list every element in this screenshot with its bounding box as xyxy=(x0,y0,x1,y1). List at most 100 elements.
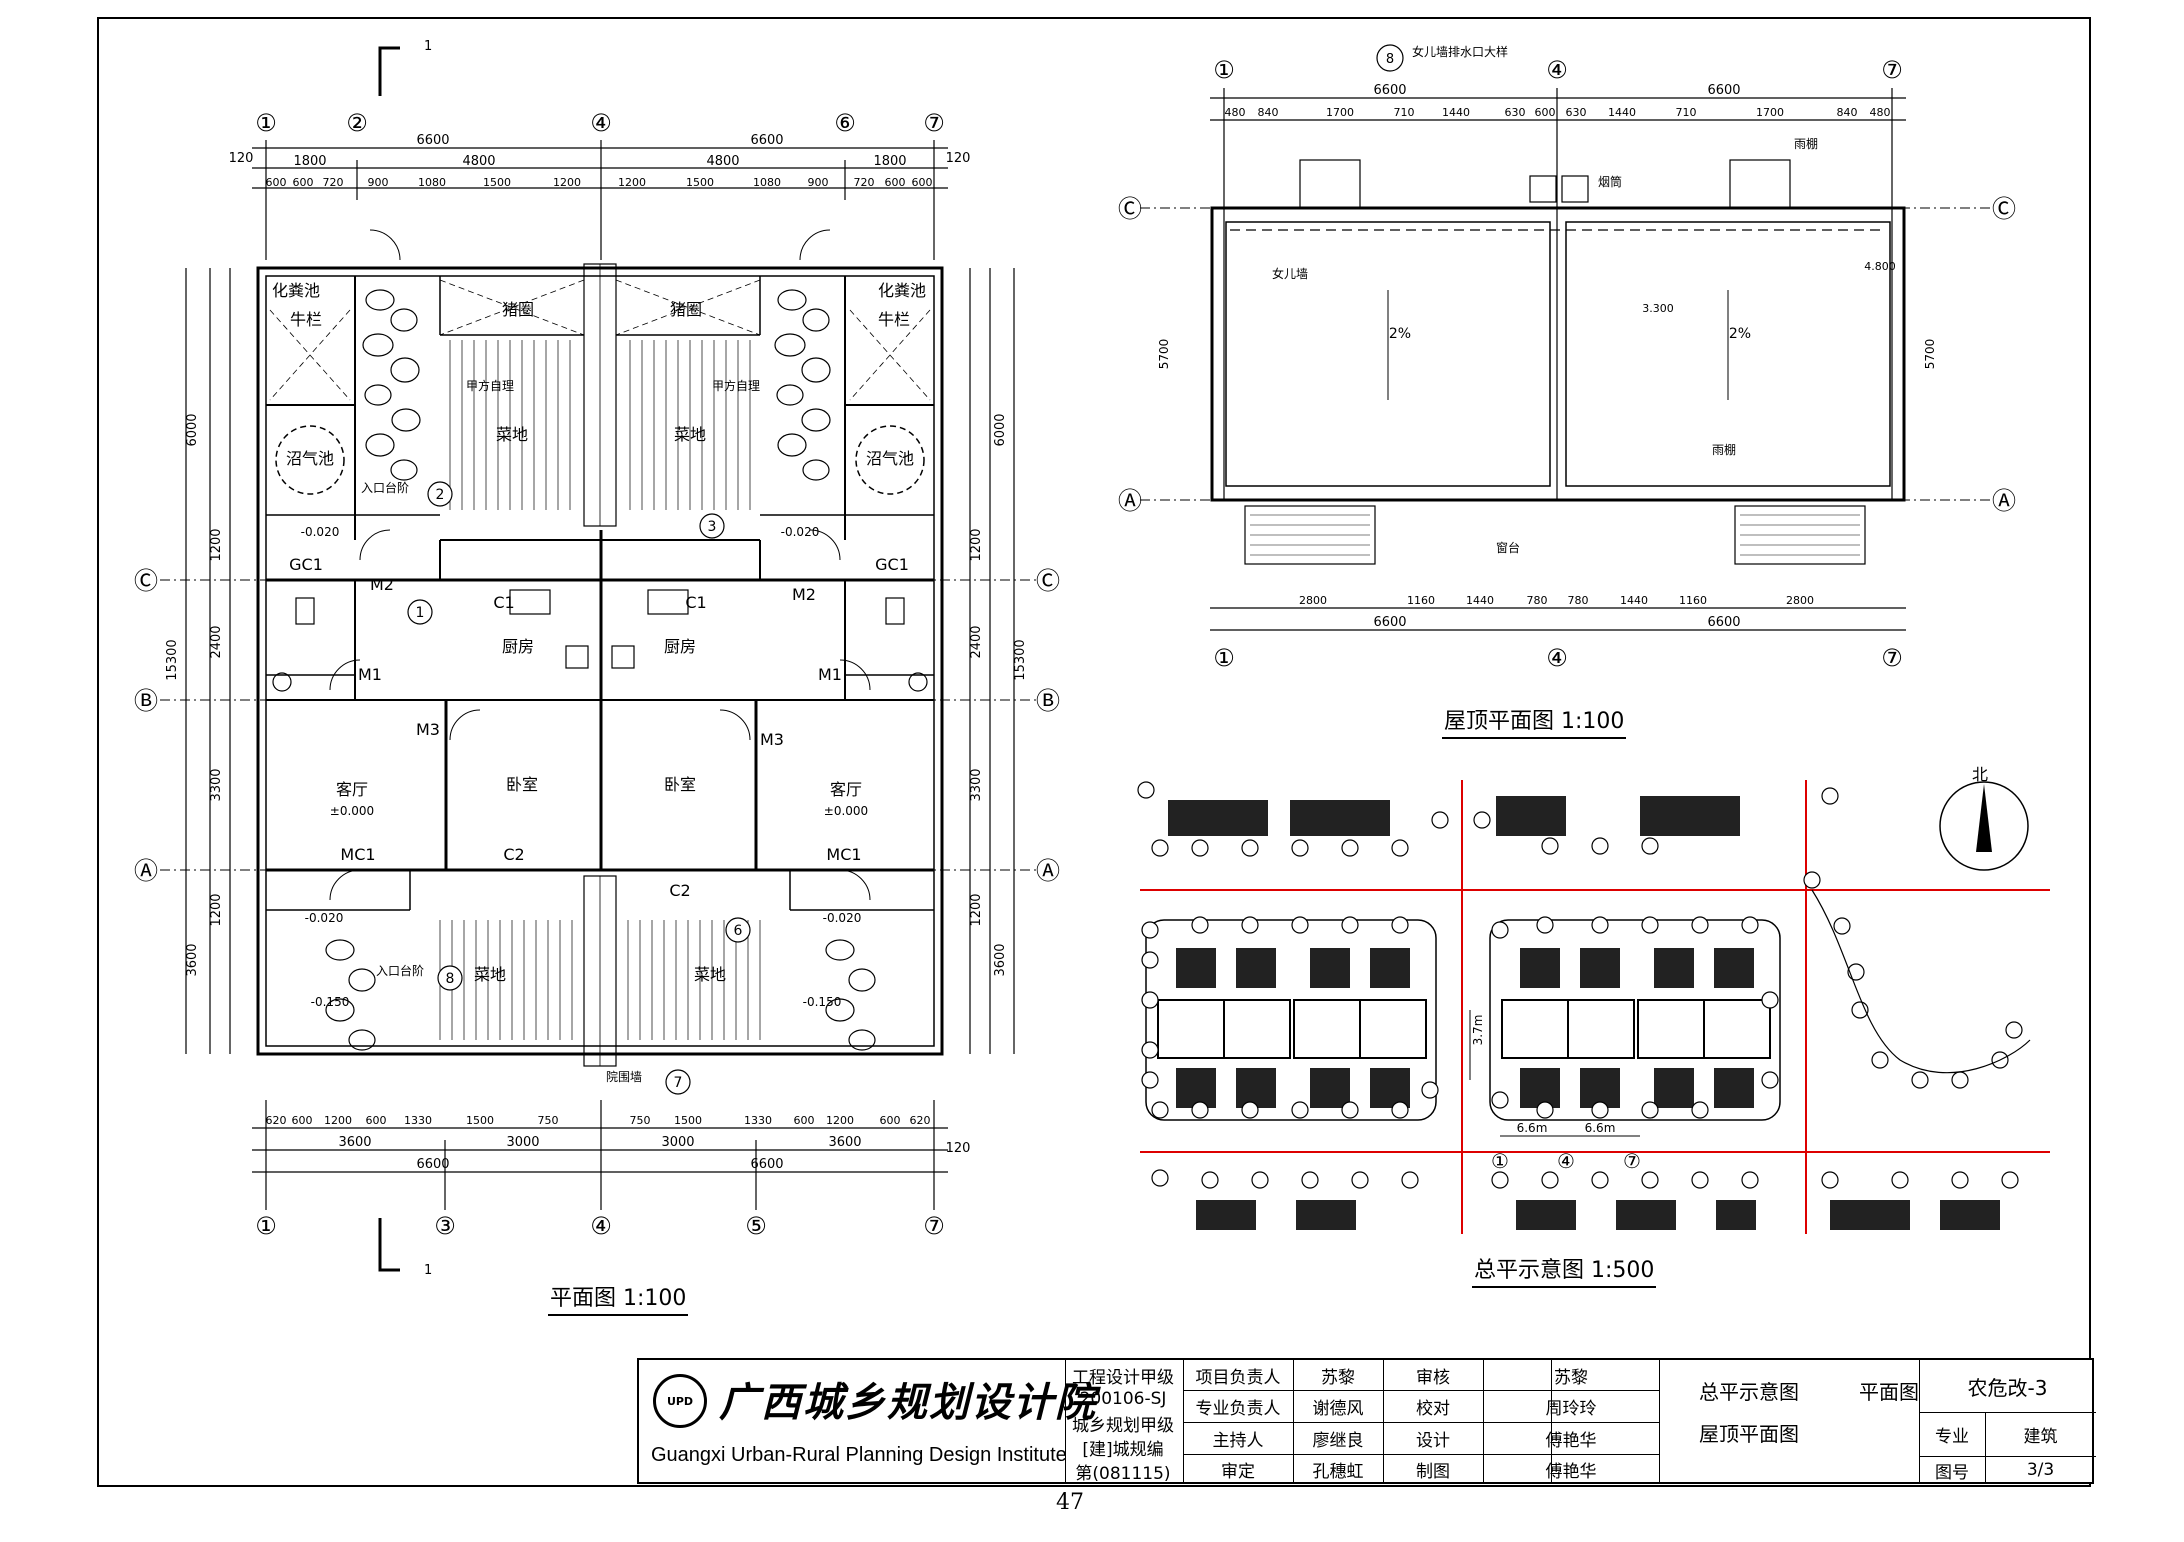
dim-text: 600 xyxy=(880,1114,901,1127)
dim-text: 630 xyxy=(1505,106,1526,119)
note: 入口台阶 xyxy=(361,480,409,495)
room-label: 客厅 xyxy=(336,780,368,799)
dim-text: 710 xyxy=(1676,106,1697,119)
dim-text: 3300 xyxy=(969,768,984,801)
dim-text: 3000 xyxy=(661,1135,694,1150)
room-label: 牛栏 xyxy=(878,310,910,329)
role-label: 审定 xyxy=(1221,1461,1255,1482)
door-tag: M2 xyxy=(370,575,394,594)
drawing-title: 总平示意图 xyxy=(1699,1379,1799,1404)
elev: -0.150 xyxy=(311,995,350,1009)
dim-text: 600 xyxy=(794,1114,815,1127)
dim-text: 1440 xyxy=(1620,594,1648,607)
roof-outline xyxy=(1210,206,1906,502)
room-label: 化粪池 xyxy=(272,281,320,300)
dim-text: 4800 xyxy=(706,154,739,169)
axis-bubble: Ⓑ xyxy=(1036,687,1060,715)
roof-slab-right xyxy=(1565,221,1891,487)
drawing-number: 农危改-3 xyxy=(1967,1375,2048,1400)
room-label: 化粪池 xyxy=(878,281,926,300)
window-tag: C1 xyxy=(493,593,514,612)
elev: -0.150 xyxy=(803,995,842,1009)
axis-bubble: ① xyxy=(255,1212,277,1240)
elev: -0.020 xyxy=(823,911,862,925)
axis-bubble: Ⓐ xyxy=(1992,487,2016,515)
qual-line: 工程设计甲级 xyxy=(1072,1367,1174,1388)
elev: -0.020 xyxy=(301,525,340,539)
dim-text: 1500 xyxy=(466,1114,494,1127)
page-number: 47 xyxy=(1056,1490,1084,1515)
dim-text: 5700 xyxy=(1157,339,1171,370)
room-label: 牛栏 xyxy=(290,310,322,329)
logo-icon: UPD xyxy=(653,1374,707,1428)
dim-text: 6600 xyxy=(1373,83,1406,98)
dim-text: 720 xyxy=(323,176,344,189)
dim-text: 15300 xyxy=(165,639,180,680)
window-tag: GC1 xyxy=(875,555,909,574)
north-label: 北 xyxy=(1972,765,1988,784)
dim-text: 1700 xyxy=(1326,106,1354,119)
room-label: 菜地 xyxy=(474,965,506,984)
axis-bubble: ① xyxy=(1213,56,1235,84)
axis-bubble: Ⓑ xyxy=(134,687,158,715)
dim-text: 1440 xyxy=(1466,594,1494,607)
dim-text: 1200 xyxy=(618,176,646,189)
dim-text: 1500 xyxy=(686,176,714,189)
dim-text: 1700 xyxy=(1756,106,1784,119)
dim-text: 2400 xyxy=(969,625,984,658)
signature: 廖继良 xyxy=(1312,1430,1364,1451)
room-label: 客厅 xyxy=(830,780,862,799)
axis-bubble: ③ xyxy=(434,1212,456,1240)
room-label: 沼气池 xyxy=(286,449,334,468)
elev: ±0.000 xyxy=(824,804,868,818)
room-label: 猪圈 xyxy=(670,300,702,319)
note: 雨棚 xyxy=(1712,442,1736,457)
dim-text: 6600 xyxy=(416,1157,449,1172)
axis-bubble: ① xyxy=(255,109,277,137)
biogas-tank xyxy=(275,425,345,495)
room-label: 菜地 xyxy=(674,425,706,444)
axis-bubble: ⑦ xyxy=(923,1212,945,1240)
axis-bubble: Ⓐ xyxy=(1036,857,1060,885)
north-arrow xyxy=(1939,781,2029,871)
dim-text: 750 xyxy=(538,1114,559,1127)
note: 甲方自理 xyxy=(466,378,514,393)
axis-bubble: ⑦ xyxy=(1881,644,1903,672)
dim-text: 1440 xyxy=(1442,106,1470,119)
role-label: 专业负责人 xyxy=(1195,1398,1281,1419)
room-label: 卧室 xyxy=(506,775,538,794)
dim-text: 900 xyxy=(808,176,829,189)
elev: 4.800 xyxy=(1864,260,1896,273)
dim-text: 710 xyxy=(1394,106,1415,119)
note: 雨棚 xyxy=(1794,136,1818,151)
detail-bubble: 2 xyxy=(436,487,445,503)
note: 窗台 xyxy=(1496,540,1520,555)
detail-bubble: 8 xyxy=(446,971,455,987)
role-label: 项目负责人 xyxy=(1195,1367,1281,1388)
axis-bubble: ④ xyxy=(590,1212,612,1240)
dim-text: 1200 xyxy=(826,1114,854,1127)
note: 甲方自理 xyxy=(712,378,760,393)
signature: 孔穗虹 xyxy=(1312,1461,1364,1482)
window-tag: C2 xyxy=(669,881,690,900)
dim-text: 600 xyxy=(912,176,933,189)
dim-text: 6600 xyxy=(750,1157,783,1172)
stepping-stones xyxy=(325,289,876,1051)
role-label: 校对 xyxy=(1416,1398,1450,1419)
axis-bubble: ⑦ xyxy=(1623,1149,1641,1173)
dim-text: 5700 xyxy=(1923,339,1937,370)
elev: ±0.000 xyxy=(330,804,374,818)
dim-text: 2400 xyxy=(209,625,224,658)
door-tag: M2 xyxy=(792,585,816,604)
dim-text: 1200 xyxy=(969,528,984,561)
axis-bubble: ④ xyxy=(1557,1149,1575,1173)
axis-bubble: ④ xyxy=(1546,644,1568,672)
roof-plan-title: 屋顶平面图 1:100 xyxy=(1442,703,1627,739)
axis-bubble: Ⓒ xyxy=(134,567,158,595)
sheet-label: 图号 xyxy=(1935,1462,1969,1483)
org-name-cn: 广西城乡规划设计院 xyxy=(719,1379,1097,1426)
axis-bubble: Ⓒ xyxy=(1118,195,1142,223)
slope: 2% xyxy=(1389,326,1411,342)
qual-line: 200106-SJ xyxy=(1079,1389,1167,1409)
veg-hatch xyxy=(439,340,761,1040)
